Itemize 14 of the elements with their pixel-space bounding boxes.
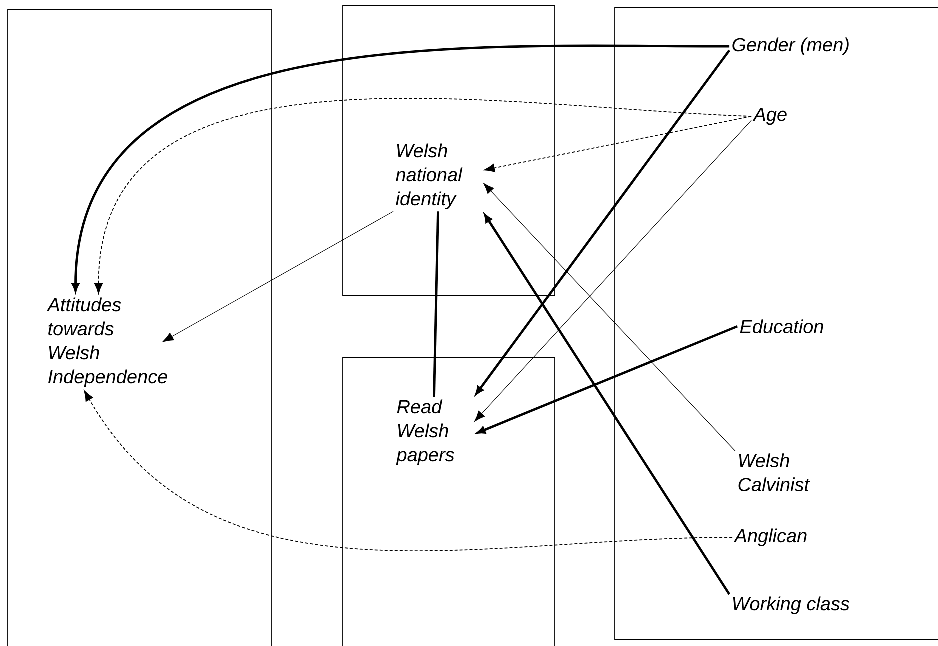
variable-label: Working class [733,596,850,614]
variable-label: Read Welsh papers [396,400,454,466]
variable-label: Age [752,108,787,126]
arrow [484,214,731,596]
column-box [8,10,272,646]
variable-label: Education [740,320,824,334]
column-box [614,8,938,640]
variable-label: Anglican [734,528,807,546]
column-box [342,358,556,646]
variable-label: Welsh Calvinist [738,454,810,492]
arrow [477,325,738,434]
variable-label: Attitudes towards Welsh Independence [46,298,168,388]
variable-label: Gender (men) [732,38,849,56]
arrow [84,390,733,552]
